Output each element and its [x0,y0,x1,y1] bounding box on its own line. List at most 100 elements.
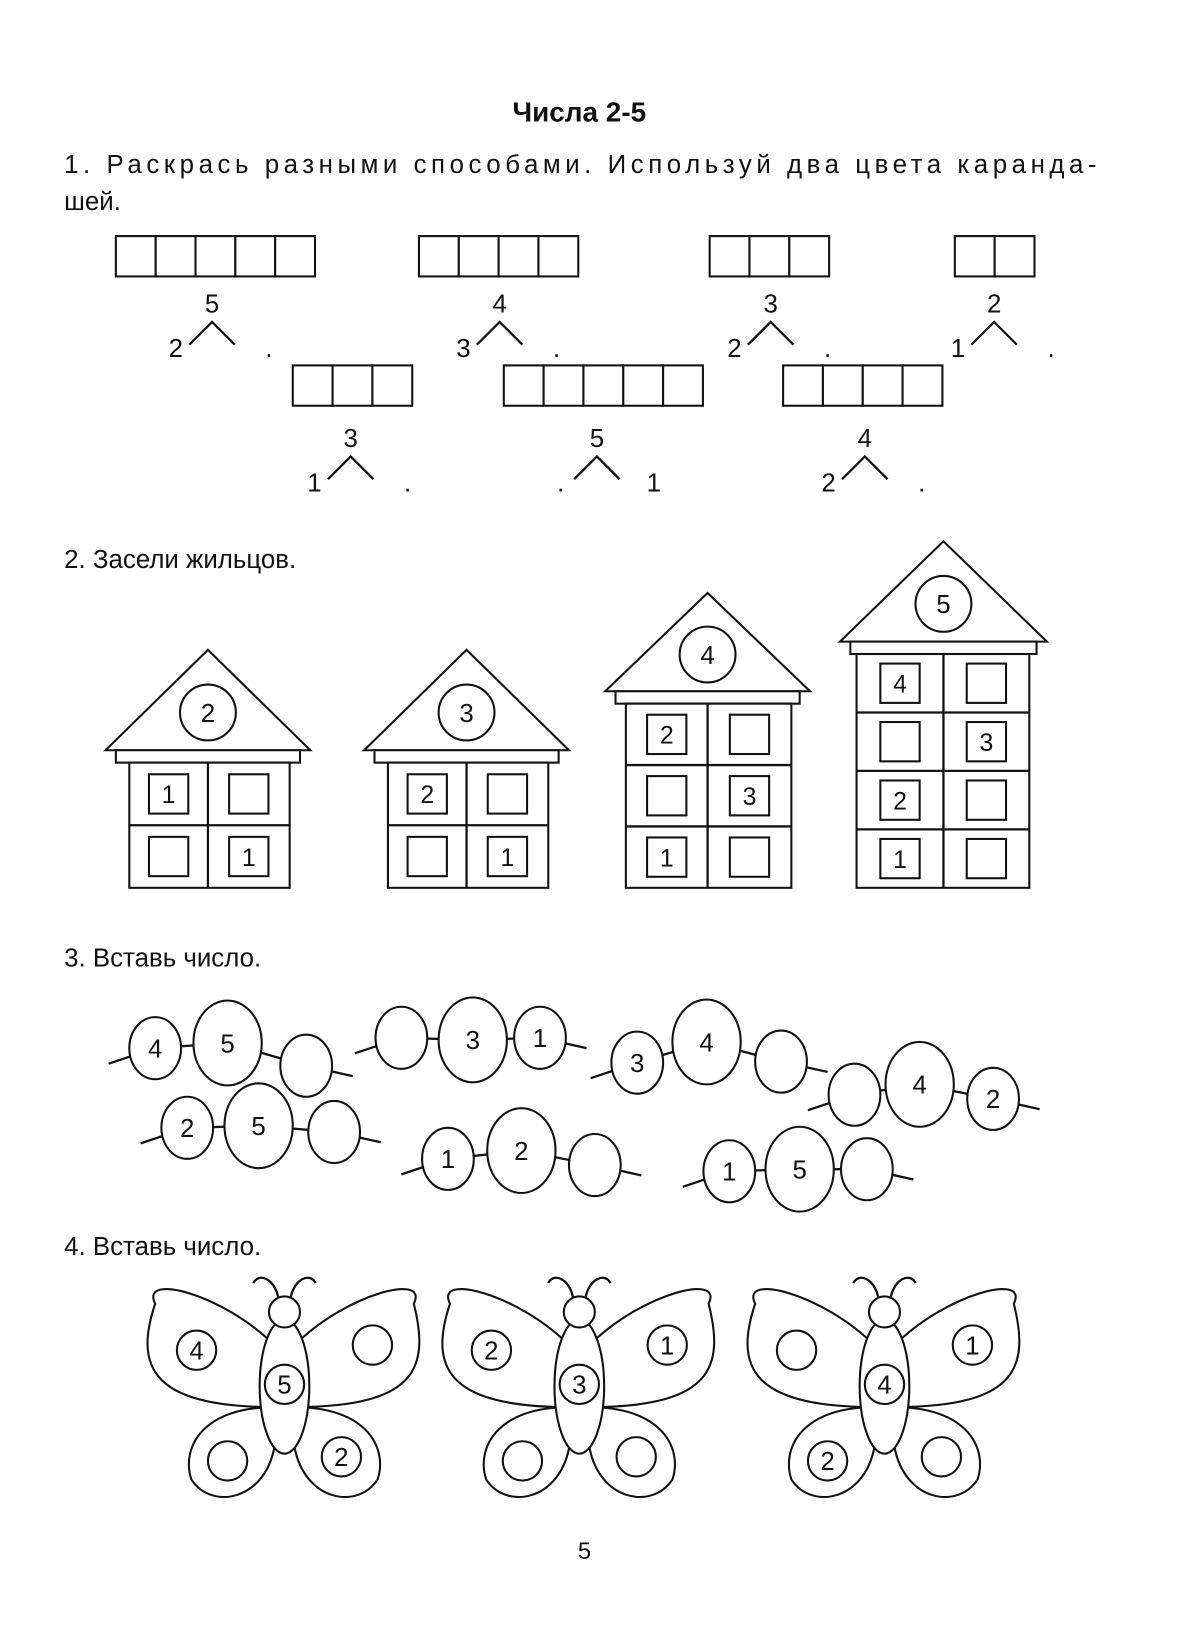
window-number: 3 [979,730,993,757]
roof-eave [373,749,560,764]
spot-circle [951,1324,994,1366]
window-box [879,721,921,763]
antennae [852,1276,917,1298]
task1-instruction: 1. Раскрась разными способами. Используй… [64,151,1096,179]
page-title: Числа 2-5 [512,96,646,127]
window-box [486,835,529,878]
color-cell [662,364,704,407]
color-cell [114,235,157,278]
bead-number: 1 [441,1146,455,1174]
window-box [228,835,270,878]
bead-number: 5 [220,1030,234,1058]
color-cell [331,364,374,407]
color-cell [821,364,864,407]
house: 5 4 3 2 1 [837,539,1050,889]
roof-number: 5 [936,591,950,619]
spot-number: 5 [277,1372,291,1400]
spot-number: 1 [660,1332,674,1360]
roof-circle [678,625,737,684]
task2-instruction: 2. Засели жильцов. [64,546,296,574]
left-part: 1 [951,335,965,363]
bead-number: 4 [148,1035,162,1063]
color-cell [788,235,831,278]
bead [128,1016,183,1081]
split-branch [476,320,524,346]
bead-number: 1 [722,1159,736,1187]
left-part: 2 [727,335,741,363]
color-cell [542,364,585,407]
window-number: 1 [162,782,176,809]
color-cell [154,235,197,278]
spot-number: 2 [820,1448,834,1476]
color-cell [622,364,665,407]
right-part: . [1047,335,1054,363]
bead-string: 42 [807,1040,1040,1131]
window-box [406,835,448,878]
bead [827,1062,882,1127]
butterfly: 412 [746,1276,1021,1498]
bead [279,1033,334,1098]
spot-circle [558,1363,601,1406]
window-box [879,837,921,880]
spot-circle [470,1329,513,1371]
total-number: 5 [590,425,604,453]
right-part: . [918,470,925,498]
task4-instruction: 4. Вставь число. [64,1233,261,1261]
split-exercise: 31. [291,364,414,498]
window-box [965,721,1008,763]
roof-eave [614,690,801,705]
spot-circle [775,1329,818,1371]
color-cell [371,364,414,407]
bead-string: 34 [590,998,828,1095]
roof-number: 3 [459,700,473,728]
window-box [646,713,688,756]
antennae [547,1276,612,1298]
color-cell [537,235,580,278]
color-cell [782,364,824,407]
bead [160,1095,215,1160]
bead [437,996,508,1084]
window-box [728,775,771,817]
split-exercise: 21. [951,235,1055,363]
spot-circle [320,1436,363,1478]
total-number: 3 [763,291,777,319]
window-number: 1 [893,847,907,874]
color-cell [417,235,460,278]
window-box [965,837,1008,880]
butterfly-head [267,1295,302,1329]
bead-number: 1 [533,1025,547,1053]
color-cell [497,235,540,278]
spot-circle [920,1436,963,1478]
spot-circle [175,1329,218,1371]
window-number: 4 [893,672,907,699]
butterfly: 231 [441,1276,716,1498]
window-number: 1 [242,845,256,872]
window-number: 2 [893,788,907,815]
color-cell [291,364,334,407]
bead [513,1005,567,1070]
right-part: . [553,335,560,363]
window-box [965,779,1008,821]
house: 321 [361,648,572,889]
spot-circle [263,1363,306,1406]
spot-number: 1 [965,1332,979,1360]
bead-number: 3 [466,1027,480,1055]
bead [421,1126,475,1191]
right-part: 1 [647,470,661,498]
house: 211 [102,648,313,889]
color-cell [901,364,944,407]
bead [840,1137,894,1202]
color-cell [953,235,996,278]
bead [671,998,742,1086]
split-exercise: 52. [114,235,317,363]
window-number: 1 [501,845,515,872]
color-cell [234,235,277,278]
window-box [147,835,190,878]
roof-eave [849,640,1038,656]
antennae [252,1276,317,1298]
